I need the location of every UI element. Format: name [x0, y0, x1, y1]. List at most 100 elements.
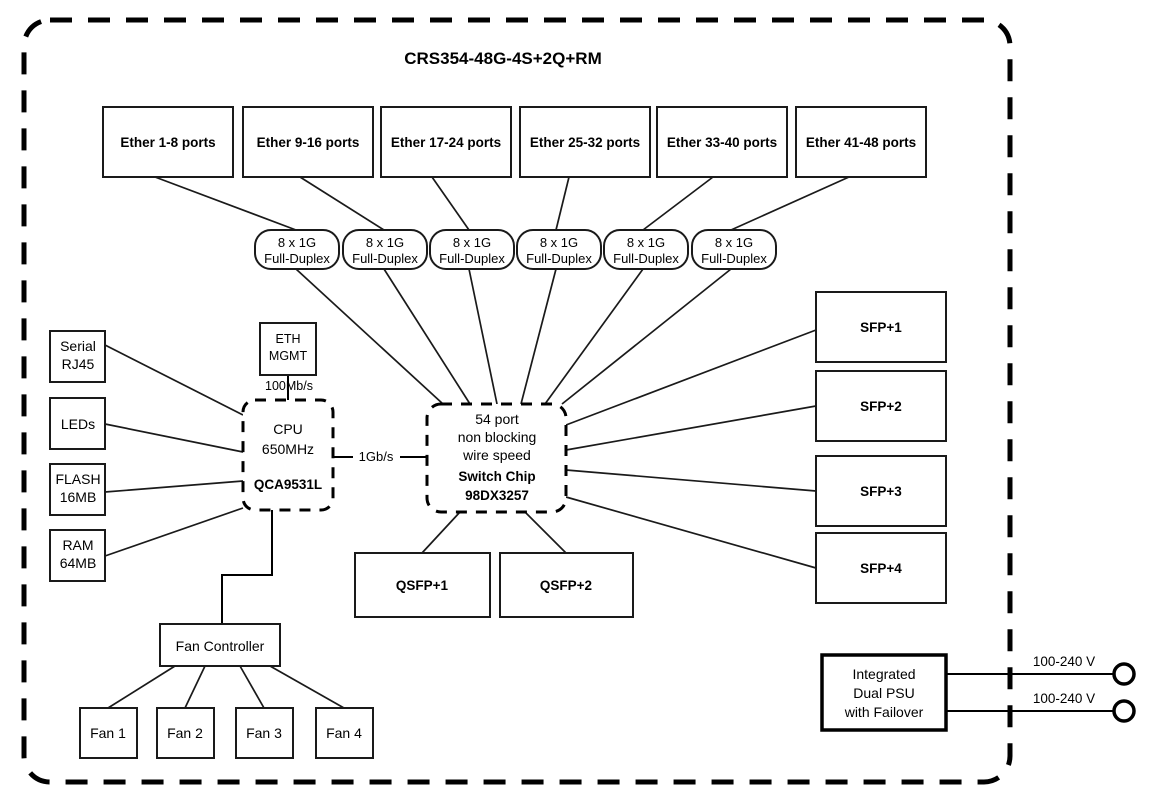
psu-input-label-2: 100-240 V	[1033, 691, 1095, 706]
switch-to-qsfp-wires	[421, 511, 567, 554]
peripheral-flash[interactable]: FLASH 16MB	[49, 463, 106, 516]
fan-boxes: Fan 1 Fan 2 Fan 3 Fan 4	[79, 707, 374, 759]
fan-label: Fan 4	[326, 725, 362, 741]
qsfp-port-2[interactable]: QSFP+2	[499, 552, 634, 618]
fan-3[interactable]: Fan 3	[235, 707, 294, 759]
sfp-port-3[interactable]: SFP+3	[815, 455, 947, 527]
sfp-port-4[interactable]: SFP+4	[815, 532, 947, 604]
phy-pill-4[interactable]: 8 x 1G Full-Duplex	[516, 229, 602, 270]
peripheral-line2: 16MB	[60, 489, 97, 505]
ether-group-6[interactable]: Ether 41-48 ports	[795, 106, 927, 178]
switch-chip-line4: Switch Chip	[458, 469, 535, 484]
page-title: CRS354-48G-4S+2Q+RM	[404, 49, 601, 68]
fan-1[interactable]: Fan 1	[79, 707, 138, 759]
switch-chip-line2: non blocking	[458, 429, 537, 445]
phy-pill-line1: 8 x 1G	[540, 235, 578, 250]
fan-controller-label: Fan Controller	[176, 638, 265, 654]
psu-line1: Integrated	[852, 666, 915, 682]
sfp-boxes: SFP+1 SFP+2 SFP+3 SFP+4	[815, 291, 947, 604]
ether-group-label: Ether 41-48 ports	[806, 135, 916, 150]
psu-line2: Dual PSU	[853, 685, 914, 701]
psu-input-label-1: 100-240 V	[1033, 654, 1095, 669]
sfp-port-2[interactable]: SFP+2	[815, 370, 947, 442]
phy-pill-line1: 8 x 1G	[627, 235, 665, 250]
ether-group-label: Ether 17-24 ports	[391, 135, 501, 150]
phy-pill-5[interactable]: 8 x 1G Full-Duplex	[603, 229, 689, 270]
fan-label: Fan 3	[246, 725, 282, 741]
sfp-port-label: SFP+2	[860, 399, 902, 414]
peripheral-serial-rj45[interactable]: Serial RJ45	[49, 330, 106, 383]
qsfp-port-label: QSFP+1	[396, 578, 449, 593]
sfp-port-1[interactable]: SFP+1	[815, 291, 947, 363]
peripheral-wires	[104, 344, 427, 624]
cpu-block[interactable]: CPU 650MHz QCA9531L	[241, 398, 335, 512]
qsfp-boxes: QSFP+1 QSFP+2	[354, 552, 634, 618]
phy-pill-line2: Full-Duplex	[352, 251, 418, 266]
phy-pill-line2: Full-Duplex	[701, 251, 767, 266]
phy-pill-1[interactable]: 8 x 1G Full-Duplex	[254, 229, 340, 270]
cpu-line1: CPU	[273, 421, 303, 437]
ether-group-3[interactable]: Ether 17-24 ports	[380, 106, 512, 178]
ether-group-2[interactable]: Ether 9-16 ports	[242, 106, 374, 178]
phy-pill-line1: 8 x 1G	[453, 235, 491, 250]
ether-group-label: Ether 1-8 ports	[120, 135, 215, 150]
switch-to-sfp-wires	[565, 329, 817, 569]
peripheral-boxes: Serial RJ45 LEDs FLASH 16MB RAM 64MB	[49, 330, 106, 582]
fan-wires	[107, 665, 345, 709]
ether-group-label: Ether 33-40 ports	[667, 135, 777, 150]
ether-group-1[interactable]: Ether 1-8 ports	[102, 106, 234, 178]
ether-group-5[interactable]: Ether 33-40 ports	[656, 106, 788, 178]
switch-chip-block[interactable]: 54 port non blocking wire speed Switch C…	[425, 402, 568, 514]
sfp-port-label: SFP+1	[860, 320, 902, 335]
cpu-part-number: QCA9531L	[254, 477, 322, 492]
ether-group-label: Ether 9-16 ports	[257, 135, 360, 150]
peripheral-ram[interactable]: RAM 64MB	[49, 529, 106, 582]
switch-chip-line1: 54 port	[475, 411, 519, 427]
eth-mgmt-line1: ETH	[276, 332, 301, 346]
phy-pill-line2: Full-Duplex	[264, 251, 330, 266]
ether-group-boxes: Ether 1-8 ports Ether 9-16 ports Ether 1…	[102, 106, 927, 178]
qsfp-port-label: QSFP+2	[540, 578, 592, 593]
device-boundary	[21, 17, 1013, 785]
switch-chip-line3: wire speed	[462, 447, 531, 463]
peripheral-line1: FLASH	[55, 471, 100, 487]
psu-power-wires	[945, 662, 1136, 723]
eth-mgmt-box[interactable]: ETH MGMT	[259, 322, 317, 376]
peripheral-line1: LEDs	[61, 416, 95, 432]
cpu-line2: 650MHz	[262, 441, 314, 457]
cpu-switch-link-label: 1Gb/s	[359, 449, 394, 464]
fan-label: Fan 1	[90, 725, 126, 741]
eth-mgmt-link-label: 100Mb/s	[265, 379, 313, 393]
psu-line3: with Failover	[844, 704, 924, 720]
phy-pill-line1: 8 x 1G	[278, 235, 316, 250]
peripheral-line2: RJ45	[62, 356, 95, 372]
fan-2[interactable]: Fan 2	[156, 707, 215, 759]
phy-pill-line2: Full-Duplex	[439, 251, 505, 266]
sfp-port-label: SFP+4	[860, 561, 902, 576]
phy-pill-line2: Full-Duplex	[613, 251, 679, 266]
eth-mgmt-line2: MGMT	[269, 349, 308, 363]
peripheral-line2: 64MB	[60, 555, 97, 571]
phy-pill-line2: Full-Duplex	[526, 251, 592, 266]
phy-pill-line1: 8 x 1G	[366, 235, 404, 250]
peripheral-leds[interactable]: LEDs	[49, 397, 106, 450]
ether-group-label: Ether 25-32 ports	[530, 135, 640, 150]
sfp-port-label: SFP+3	[860, 484, 902, 499]
fan-label: Fan 2	[167, 725, 203, 741]
phy-pill-2[interactable]: 8 x 1G Full-Duplex	[342, 229, 428, 270]
fan-4[interactable]: Fan 4	[315, 707, 374, 759]
ether-group-4[interactable]: Ether 25-32 ports	[519, 106, 651, 178]
qsfp-port-1[interactable]: QSFP+1	[354, 552, 491, 618]
fan-controller-box[interactable]: Fan Controller	[159, 623, 281, 667]
ether-to-phy-wires	[154, 176, 850, 231]
phy-pill-line1: 8 x 1G	[715, 235, 753, 250]
psu-box[interactable]: Integrated Dual PSU with Failover	[820, 653, 948, 732]
peripheral-line1: RAM	[62, 537, 93, 553]
peripheral-line1: Serial	[60, 338, 96, 354]
switch-chip-part-number: 98DX3257	[465, 488, 529, 503]
phy-pill-6[interactable]: 8 x 1G Full-Duplex	[691, 229, 777, 270]
phy-to-switch-wires	[295, 268, 732, 405]
phy-pill-3[interactable]: 8 x 1G Full-Duplex	[429, 229, 515, 270]
